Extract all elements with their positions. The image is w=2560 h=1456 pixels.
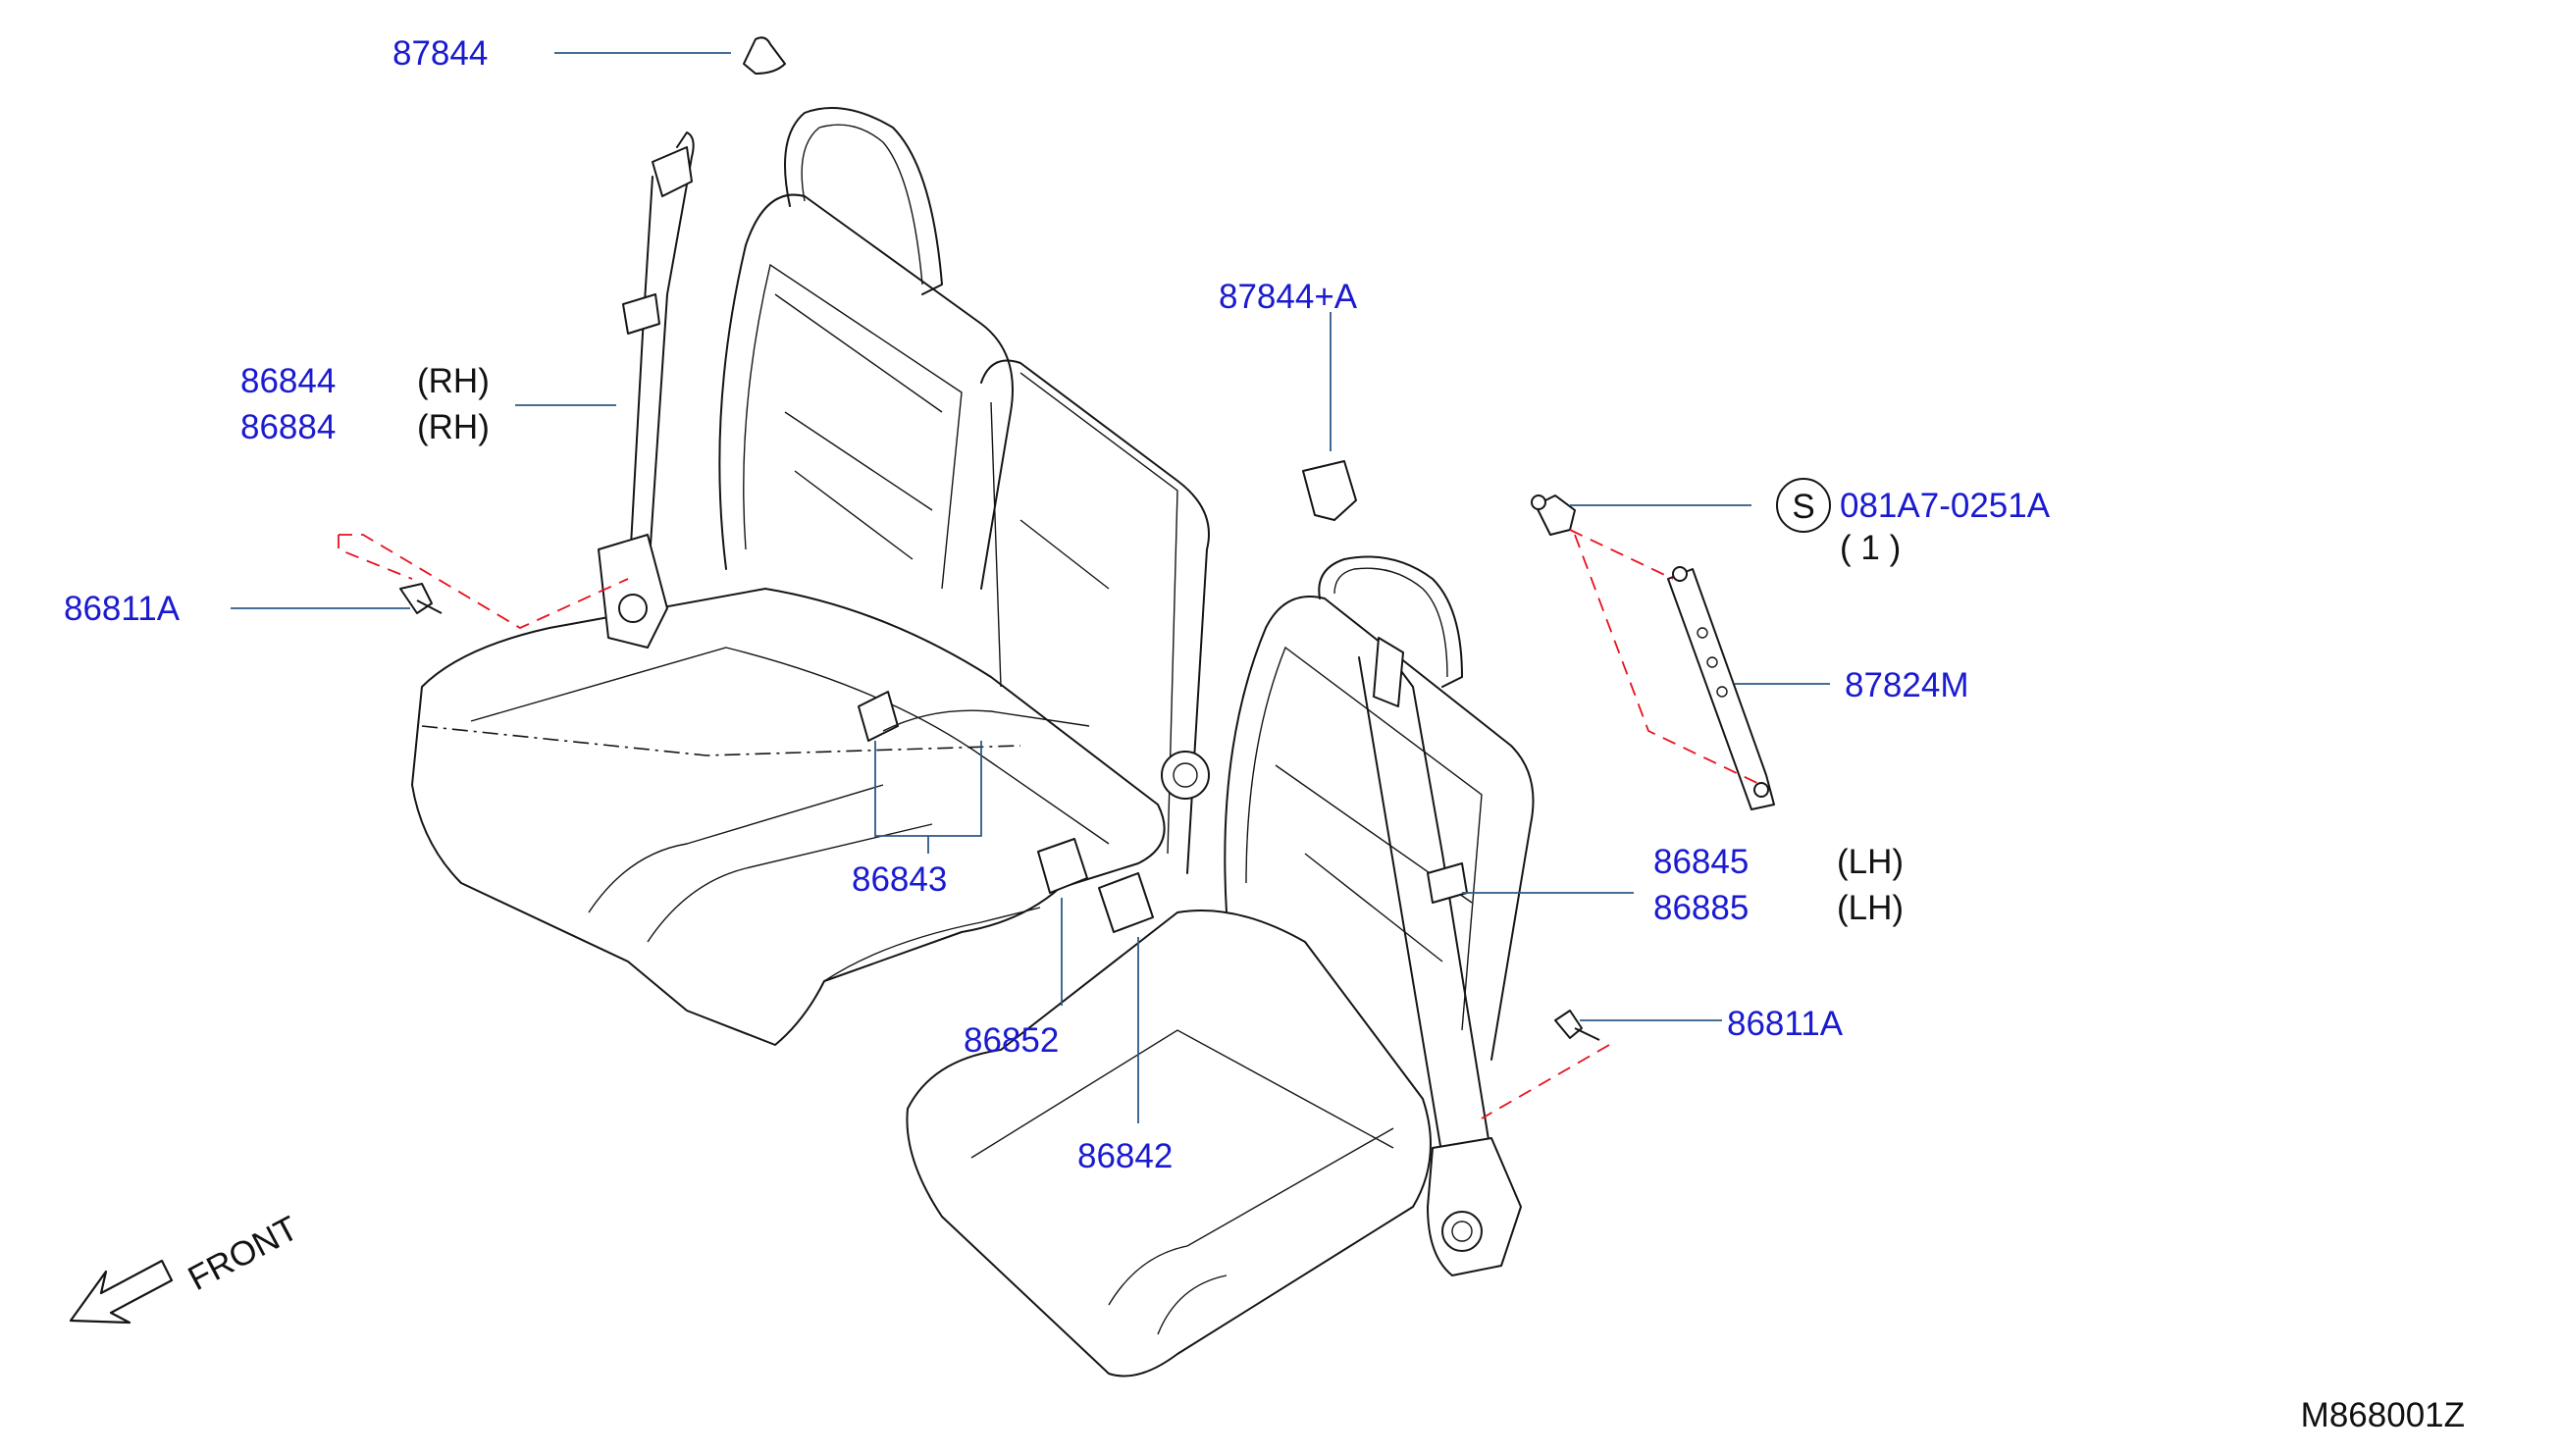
- anchor-bolt-left-part[interactable]: [399, 583, 443, 614]
- callout-081a7-0251a[interactable]: 081A7-0251A: [1840, 487, 2051, 525]
- front-seat-belt-assembly-lh[interactable]: [1358, 637, 1522, 1276]
- rear-seat-lh-illustration: [906, 555, 1535, 1378]
- callout-86885[interactable]: 86885: [1653, 889, 1749, 927]
- headrest-guide-cap-part[interactable]: [743, 36, 786, 75]
- standard-part-symbol: [1776, 478, 1831, 533]
- assembly-line-left-bolt: [339, 534, 629, 630]
- front-seat-belt-assembly-rh[interactable]: [598, 131, 695, 649]
- callout-86884[interactable]: 86884: [240, 408, 336, 446]
- callout-86885-side: (LH): [1837, 889, 1904, 927]
- standard-part-symbol-letter: S: [1792, 488, 1814, 526]
- diagram-id: M868001Z: [2301, 1396, 2465, 1434]
- assembly-line-right-bolt: [1481, 1044, 1610, 1119]
- callout-86845-side: (LH): [1837, 843, 1904, 881]
- rear-seat-rh-illustration: [411, 107, 1210, 1046]
- callout-86844-side: (RH): [417, 362, 490, 400]
- callout-081a7-0251a-qty: ( 1 ): [1840, 529, 1901, 567]
- assembly-line-clip-lower: [1574, 534, 1762, 786]
- front-label: FRONT: [182, 1209, 304, 1298]
- callout-87824m[interactable]: 87824M: [1845, 666, 1968, 704]
- callout-86845[interactable]: 86845: [1653, 843, 1749, 881]
- anchor-bolt-right-part[interactable]: [1554, 1010, 1600, 1041]
- assembly-line-clip-upper: [1569, 529, 1674, 580]
- callout-86811a-left[interactable]: 86811A: [64, 590, 181, 628]
- front-direction-indicator: FRONT: [69, 1209, 304, 1325]
- callout-86844[interactable]: 86844: [240, 362, 336, 400]
- callout-86852[interactable]: 86852: [964, 1021, 1059, 1060]
- front-arrow-icon: [69, 1259, 174, 1325]
- headrest-guide-clip-part[interactable]: [1302, 460, 1357, 521]
- callout-86884-side: (RH): [417, 408, 490, 446]
- assembly-line-left-bolt-2: [338, 535, 413, 580]
- leader-lines: [231, 52, 1830, 1123]
- anchor-bracket-part[interactable]: [1667, 566, 1775, 810]
- callout-87844[interactable]: 87844: [392, 34, 488, 73]
- callout-86811a-right[interactable]: 86811A: [1727, 1005, 1844, 1043]
- callout-86843[interactable]: 86843: [852, 860, 947, 899]
- callout-86842[interactable]: 86842: [1077, 1137, 1173, 1175]
- callout-87844-a[interactable]: 87844+A: [1219, 278, 1358, 316]
- clip-fastener-head: [1531, 494, 1546, 510]
